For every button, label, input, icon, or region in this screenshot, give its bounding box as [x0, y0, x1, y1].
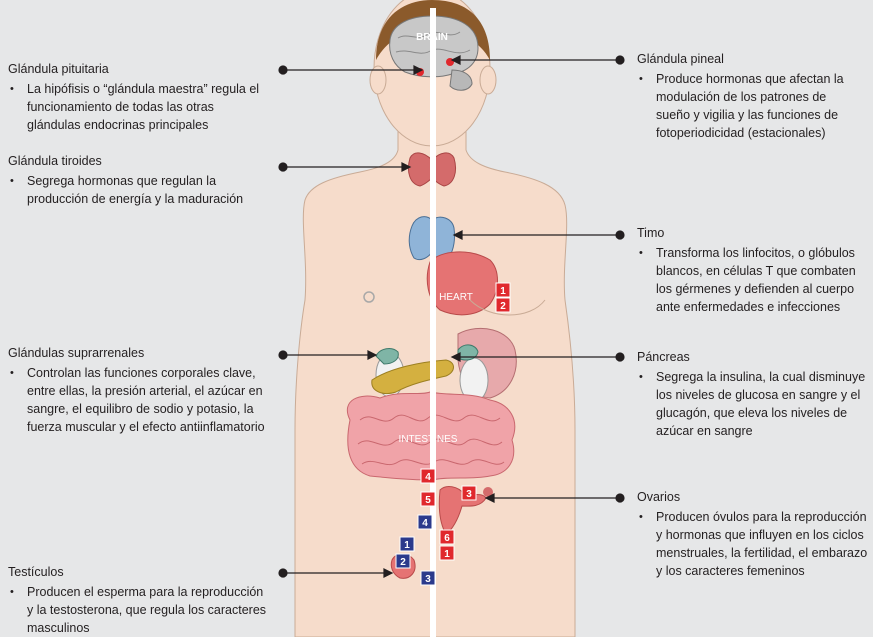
badge-blue-4-label: 4 [422, 518, 428, 529]
badge-red-1b: 1 [440, 546, 454, 560]
thymus-label: Timo Transforma los linfocitos, o glóbul… [637, 224, 869, 316]
adrenal-title: Glándulas suprarrenales [8, 344, 268, 362]
badge-blue-4: 4 [418, 515, 432, 529]
ear-right [480, 66, 496, 94]
pancreas-title: Páncreas [637, 348, 869, 366]
badge-blue-3-label: 3 [425, 574, 431, 585]
badge-red-1b-label: 1 [444, 549, 450, 560]
badge-red-1a-label: 1 [500, 286, 506, 297]
pineal-label: Glándula pineal Produce hormonas que afe… [637, 50, 863, 142]
badge-red-2: 2 [496, 298, 510, 312]
ovaries-label: Ovarios Producen óvulos para la reproduc… [637, 488, 871, 580]
heart-organ [427, 252, 497, 315]
badge-red-5-label: 5 [425, 495, 431, 506]
thyroid-label: Glándula tiroides Segrega hormonas que r… [8, 152, 266, 208]
badge-red-1a: 1 [496, 283, 510, 297]
badge-red-3-label: 3 [466, 489, 472, 500]
badge-blue-2-label: 2 [400, 557, 406, 568]
adrenal-text: Controlan las funciones corporales clave… [27, 364, 268, 436]
badge-red-4-label: 4 [425, 472, 431, 483]
pituitary-label: Glándula pituitaria La hipófisis o “glán… [8, 60, 266, 134]
badge-blue-3: 3 [421, 571, 435, 585]
pituitary-title: Glándula pituitaria [8, 60, 266, 78]
badge-red-6-label: 6 [444, 533, 450, 544]
testes-title: Testículos [8, 563, 268, 581]
thymus-title: Timo [637, 224, 869, 242]
heart-label: HEART [439, 292, 473, 303]
badge-red-4: 4 [421, 469, 435, 483]
adrenal-label: Glándulas suprarrenales Controlan las fu… [8, 344, 268, 436]
testes-text: Producen el esperma para la reproducción… [27, 583, 268, 637]
pancreas-text: Segrega la insulina, la cual disminuye l… [656, 368, 869, 440]
pituitary-text: La hipófisis o “glándula maestra” regula… [27, 80, 266, 134]
pancreas-label: Páncreas Segrega la insulina, la cual di… [637, 348, 869, 440]
badge-red-2-label: 2 [500, 301, 506, 312]
thymus-text: Transforma los linfocitos, o glóbulos bl… [656, 244, 869, 316]
badge-red-5: 5 [421, 492, 435, 506]
badge-red-6: 6 [440, 530, 454, 544]
thyroid-title: Glándula tiroides [8, 152, 266, 170]
ovaries-text: Producen óvulos para la reproducción y h… [656, 508, 871, 580]
thyroid-text: Segrega hormonas que regulan la producci… [27, 172, 266, 208]
intestines-label: INTESTINES [399, 434, 458, 445]
adrenal-gland-right [458, 345, 478, 360]
testes-label: Testículos Producen el esperma para la r… [8, 563, 268, 637]
pineal-title: Glándula pineal [637, 50, 863, 68]
badge-blue-1: 1 [400, 537, 414, 551]
badge-blue-2: 2 [396, 554, 410, 568]
pineal-text: Produce hormonas que afectan la modulaci… [656, 70, 863, 142]
body-divider [430, 8, 436, 637]
badge-blue-1-label: 1 [404, 540, 410, 551]
badge-red-3: 3 [462, 486, 476, 500]
ovaries-title: Ovarios [637, 488, 871, 506]
